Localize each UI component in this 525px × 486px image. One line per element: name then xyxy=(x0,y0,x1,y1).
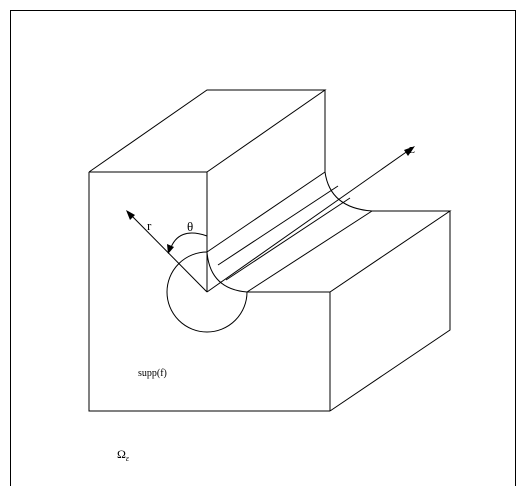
groove-far-curve xyxy=(324,171,373,212)
right-block-right-face xyxy=(329,211,451,412)
groove-line-bottom xyxy=(246,210,373,293)
groove-near-curve xyxy=(206,251,248,293)
theta-arc-arrowhead xyxy=(167,244,174,254)
r-axis-arrowhead xyxy=(126,210,135,220)
figure-frame xyxy=(10,10,516,486)
domain-label: Ωε xyxy=(117,447,130,463)
groove-line-middle xyxy=(217,185,339,266)
support-label: supp(f) xyxy=(138,368,167,379)
support-circle xyxy=(166,251,248,333)
domain-subscript: ε xyxy=(126,454,130,463)
groove-line-lower xyxy=(225,197,351,281)
left-block-top-face xyxy=(88,89,327,173)
z-axis-label: z xyxy=(409,141,415,156)
front-face-outline xyxy=(88,172,330,412)
z-axis-line xyxy=(206,147,413,293)
domain-symbol: Ω xyxy=(117,447,126,461)
theta-arc xyxy=(169,232,208,251)
r-axis-line xyxy=(127,211,208,293)
right-block-top-face xyxy=(247,210,452,293)
z-axis-arrowhead xyxy=(404,146,415,156)
theta-label: θ xyxy=(187,219,193,234)
groove-line-upper xyxy=(206,171,326,253)
r-axis-label: r xyxy=(147,218,152,233)
